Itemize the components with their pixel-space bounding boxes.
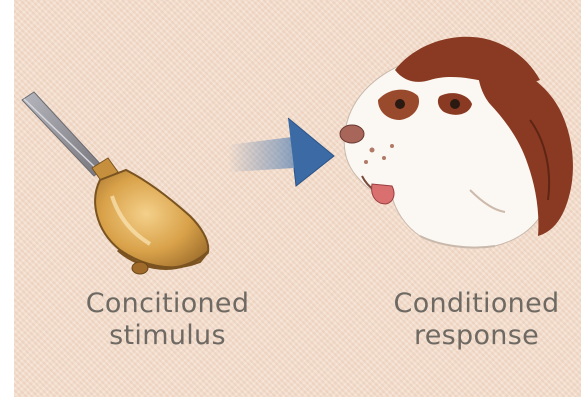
response-caption: Conditioned response bbox=[372, 288, 581, 353]
stimulus-caption-line2: stimulus bbox=[55, 320, 280, 352]
stimulus-caption: Concitioned stimulus bbox=[55, 288, 280, 353]
bell-icon bbox=[22, 92, 208, 274]
dog-head-icon bbox=[340, 37, 573, 248]
response-caption-line2: response bbox=[372, 320, 581, 352]
response-caption-line1: Conditioned bbox=[372, 288, 581, 320]
arrow-right-icon bbox=[228, 118, 334, 186]
stimulus-caption-line1: Concitioned bbox=[55, 288, 280, 320]
